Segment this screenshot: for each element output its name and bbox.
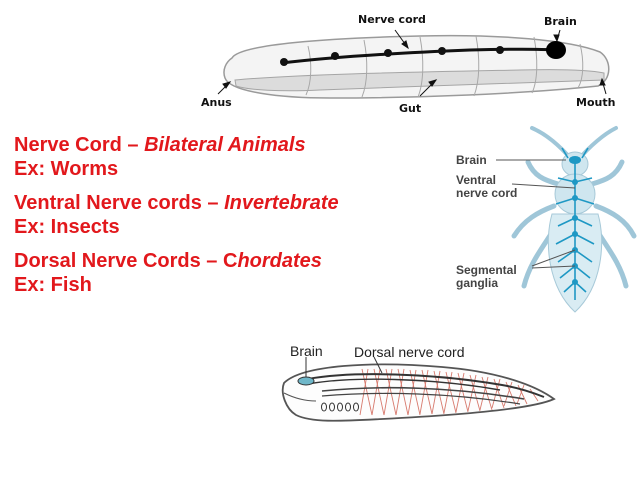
nerve-cord-summary: Nerve Cord – Bilateral Animals Ex: Worms… [14,133,444,297]
worms-example: Ex: Worms [14,158,119,180]
worm-label-nerve-cord: Nerve cord [358,13,426,26]
chordate-brain [297,376,315,386]
worm-label-gut: Gut [399,102,422,115]
insect-label-segmental: Segmental [456,263,517,277]
chordate-label-dorsal-cord: Dorsal nerve cord [354,344,465,360]
bilateral-heading: Nerve Cord – Bilateral Animals [14,134,306,156]
chordates-heading: Dorsal Nerve Cords – Chordates [14,250,322,272]
chordate-body [281,363,556,422]
worm-nerve-cord [281,47,557,65]
insects-example: Ex: Insects [14,216,120,238]
invertebrate-heading: Ventral Nerve cords – Invertebrate [14,192,339,214]
worm-label-anus: Anus [201,96,232,109]
insect-label-brain: Brain [456,153,487,167]
fish-example: Ex: Fish [14,274,92,296]
insect-diagram [496,126,637,313]
worm-label-brain: Brain [544,15,577,28]
chordate-diagram [281,356,556,422]
worm-diagram [217,29,610,99]
insect-label-ganglia: ganglia [456,276,499,290]
worm-gut [234,69,605,92]
insect-label-ventral: Ventral [456,173,497,187]
worm-ganglia [280,46,504,66]
insect-label-nerve-cord: nerve cord [456,186,518,200]
chordate-label-brain: Brain [290,343,323,359]
worm-brain [546,41,566,59]
worm-label-mouth: Mouth [576,96,616,109]
chordate-nerve-cord [307,373,545,398]
chordate-gill-slits [321,402,359,412]
worm-segments [305,35,584,98]
